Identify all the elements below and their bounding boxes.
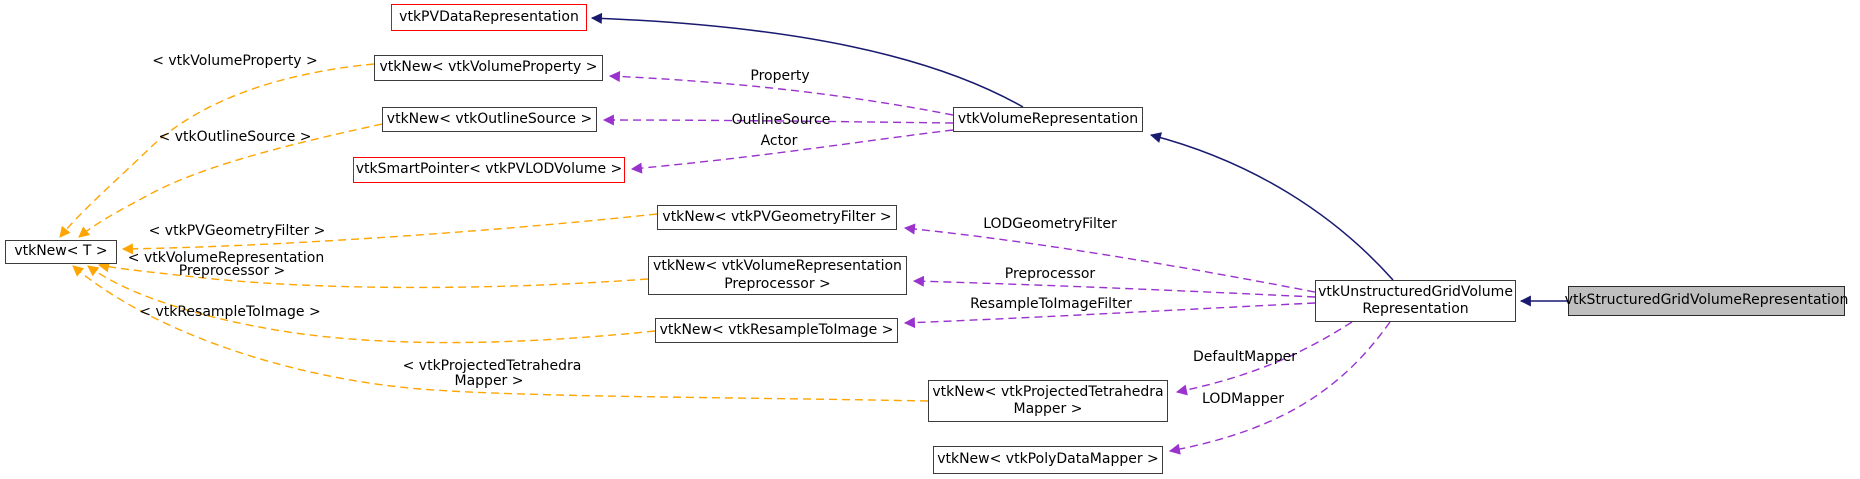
edge-usage-lodgeometryfilter <box>903 223 1316 293</box>
edge-label-template-outlinesource: < vtkOutlineSource > <box>158 129 312 145</box>
edge-inherit-volumerep-to-pvdatarep <box>590 12 1024 108</box>
edge-label-template-resampletoimage: < vtkResampleToImage > <box>139 304 321 320</box>
edge-label-lodgeometryfilter: LODGeometryFilter <box>983 216 1117 232</box>
edge-label-template-volumerepresentationpreprocessor-line1: < vtkVolumeRepresentation <box>127 250 325 266</box>
edge-label-property: Property <box>750 68 810 84</box>
edge-label-actor: Actor <box>760 133 798 149</box>
node-label: vtkNew< vtkResampleToImage > <box>659 321 894 338</box>
edge-template-outlinesource <box>78 123 383 238</box>
edge-label-template-pvgeometryfilter: < vtkPVGeometryFilter > <box>148 223 326 239</box>
edge-inherit-unstructured-to-volumerep <box>1149 132 1394 281</box>
node-vtksmartpointer-vtkpvlodvolume[interactable]: vtkSmartPointer< vtkPVLODVolume > <box>353 157 625 183</box>
edge-template-pvgeometryfilter <box>121 213 658 255</box>
node-label: vtkPVDataRepresentation <box>399 8 579 25</box>
edge-label-defaultmapper: DefaultMapper <box>1193 349 1297 365</box>
edge-label-template-volumeproperty: < vtkVolumeProperty > <box>152 53 318 69</box>
node-label-line1: vtkNew< vtkVolumeRepresentation <box>653 258 902 274</box>
node-label-line2: Preprocessor > <box>724 275 831 292</box>
edge-label-resampletoimagefilter: ResampleToImageFilter <box>970 296 1132 312</box>
node-label: vtkVolumeRepresentation <box>957 110 1139 127</box>
edge-usage-actor <box>630 129 954 174</box>
edge-usage-preprocessor <box>912 275 1316 298</box>
node-vtknew-vtkprojectedtetrahedramapper[interactable]: vtkNew< vtkProjectedTetrahedra Mapper > <box>928 380 1168 422</box>
node-label: vtkSmartPointer< vtkPVLODVolume > <box>355 161 623 178</box>
edge-usage-outlinesource <box>602 114 954 126</box>
node-vtknew-vtkresampletoimage[interactable]: vtkNew< vtkResampleToImage > <box>655 318 898 343</box>
edge-usage-lodmapper <box>1168 321 1391 455</box>
edge-label-preprocessor: Preprocessor <box>1004 266 1096 282</box>
edge-label-template-projectedtetrahedramapper-line2: Mapper > <box>454 373 524 389</box>
edge-usage-resampletoimagefilter <box>903 302 1316 329</box>
edge-template-volumerepresentationpreprocessor <box>97 261 649 289</box>
node-label: vtkStructuredGridVolumeRepresentation <box>1564 292 1849 309</box>
edge-usage-defaultmapper <box>1175 321 1353 396</box>
node-vtkunstructuredgridvolumerepresentation[interactable]: vtkUnstructuredGridVolume Representation <box>1315 280 1516 322</box>
node-label-line2: Mapper > <box>1013 401 1083 417</box>
node-label: vtkNew< vtkPolyDataMapper > <box>937 451 1159 468</box>
node-label: vtkNew< vtkOutlineSource > <box>386 110 593 127</box>
node-label-line1: vtkUnstructuredGridVolume <box>1318 283 1513 300</box>
node-vtkpvdatarepresentation[interactable]: vtkPVDataRepresentation <box>391 4 587 31</box>
node-vtknew-vtkvolumeproperty[interactable]: vtkNew< vtkVolumeProperty > <box>374 55 603 81</box>
node-vtkstructuredgridvolumerepresentation: vtkStructuredGridVolumeRepresentation <box>1565 286 1848 316</box>
edge-template-projectedtetrahedramapper <box>72 265 929 402</box>
node-vtknew-vtkvolumerepresentationpreprocessor[interactable]: vtkNew< vtkVolumeRepresentation Preproce… <box>648 256 907 295</box>
node-label: vtkNew< T > <box>14 243 108 260</box>
node-label-line2: Representation <box>1362 301 1469 317</box>
node-label: vtkNew< vtkPVGeometryFilter > <box>662 208 892 225</box>
node-vtknew-vtkoutlinesource[interactable]: vtkNew< vtkOutlineSource > <box>382 107 597 132</box>
edge-label-template-volumerepresentationpreprocessor-line2: Preprocessor > <box>178 263 286 279</box>
edge-template-resampletoimage <box>87 265 656 344</box>
node-vtkvolumerepresentation[interactable]: vtkVolumeRepresentation <box>953 107 1143 132</box>
edge-label-outlinesource: OutlineSource <box>731 112 831 128</box>
edge-label-template-projectedtetrahedramapper-line1: < vtkProjectedTetrahedra <box>402 358 582 374</box>
node-label: vtkNew< vtkVolumeProperty > <box>379 59 598 76</box>
edge-label-lodmapper: LODMapper <box>1202 391 1284 407</box>
node-label-line1: vtkNew< vtkProjectedTetrahedra <box>932 383 1164 400</box>
edge-usage-property <box>608 70 954 116</box>
node-vtknew-t[interactable]: vtkNew< T > <box>5 240 117 264</box>
edge-template-volumeproperty <box>59 63 375 238</box>
node-vtknew-vtkpvgeometryfilter[interactable]: vtkNew< vtkPVGeometryFilter > <box>657 205 897 230</box>
node-vtknew-vtkpolydatamapper[interactable]: vtkNew< vtkPolyDataMapper > <box>933 446 1163 474</box>
